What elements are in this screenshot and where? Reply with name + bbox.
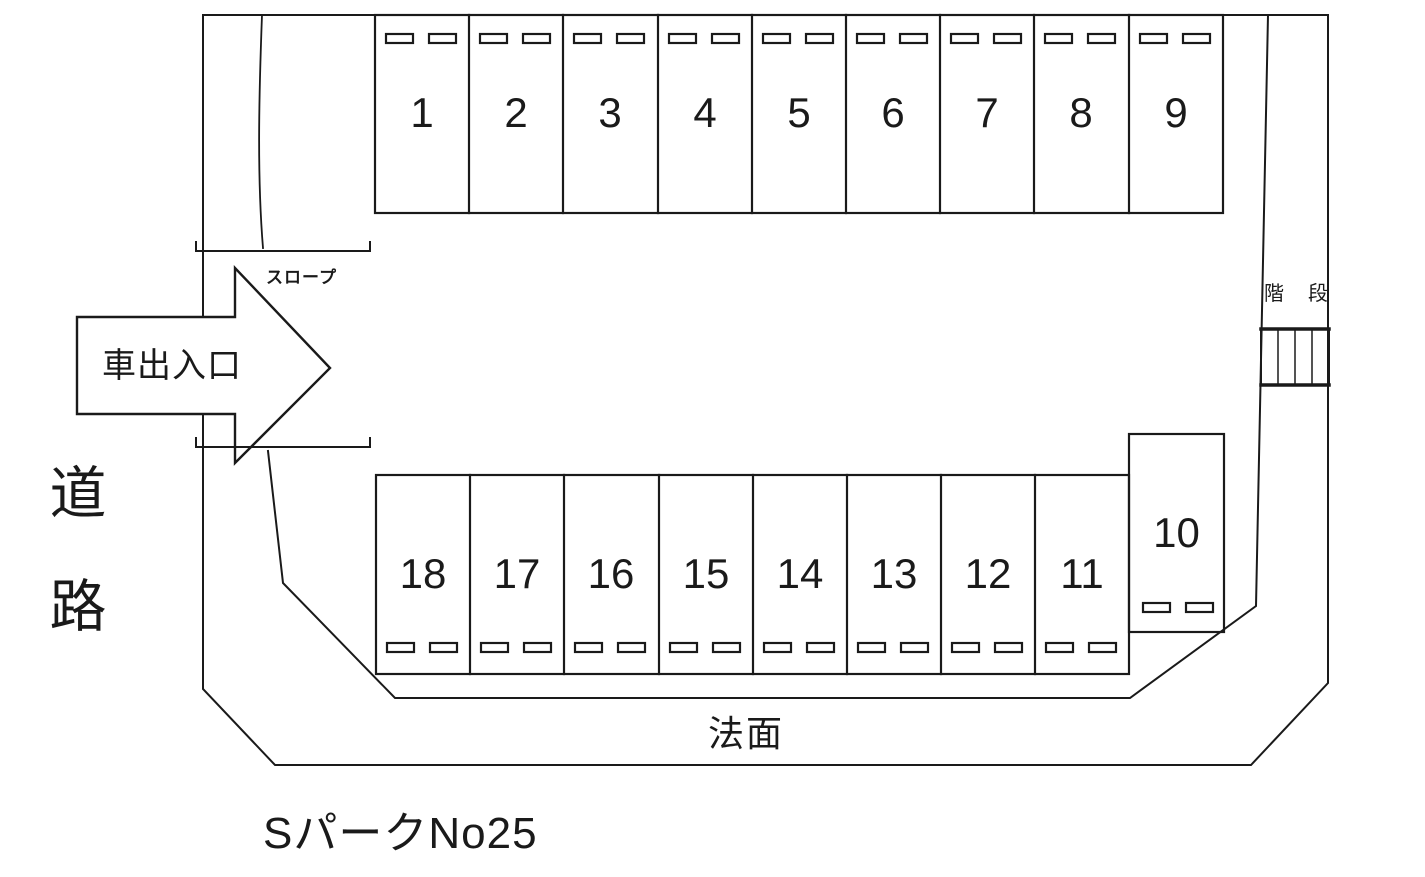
parking-space-number: 2 xyxy=(504,89,528,136)
parking-space-number: 18 xyxy=(399,550,447,597)
bottom-row-dash-marks xyxy=(385,641,1118,654)
outer-boundary xyxy=(202,14,1329,766)
stairs-icon xyxy=(1259,327,1331,387)
space-10-outline xyxy=(1127,432,1226,634)
parking-space-number: 6 xyxy=(881,89,905,136)
parking-space-number: 3 xyxy=(598,89,622,136)
parking-space-number: 5 xyxy=(787,89,811,136)
top-row-grid xyxy=(373,13,1225,215)
parking-space-number: 14 xyxy=(776,550,824,597)
parking-space-number: 4 xyxy=(693,89,717,136)
top-row-dash-marks xyxy=(384,32,1212,45)
space-10-dash-marks xyxy=(1141,601,1215,614)
bottom-row-grid xyxy=(374,473,1131,676)
parking-space-number: 10 xyxy=(1153,509,1200,556)
inner-boundary xyxy=(266,13,1270,699)
parking-space-number: 17 xyxy=(493,550,541,597)
parking-space-number: 12 xyxy=(964,550,1012,597)
entrance-arrow xyxy=(75,264,332,466)
ramp-lower-tick-line xyxy=(195,437,371,448)
parking-space-number: 16 xyxy=(587,550,635,597)
ramp-upper-tick-line xyxy=(195,241,371,252)
parking-space-number: 13 xyxy=(870,550,918,597)
parking-space-number: 8 xyxy=(1069,89,1093,136)
parking-space-number: 1 xyxy=(410,89,434,136)
ramp-label: スロープ xyxy=(266,268,337,287)
parking-space-number: 7 xyxy=(975,89,999,136)
parking-space-number: 15 xyxy=(682,550,730,597)
car-entrance-label: 車出入口 xyxy=(102,347,242,385)
stairs-label: 階段 xyxy=(1264,283,1352,305)
ramp-divider-line xyxy=(258,14,264,249)
road-label: 道路 xyxy=(41,463,105,689)
lot-title: SパークNo25 xyxy=(263,809,538,858)
parking-space-number: 11 xyxy=(1060,550,1104,597)
parking-space-number: 9 xyxy=(1164,89,1188,136)
slope-face-label: 法面 xyxy=(707,713,784,754)
